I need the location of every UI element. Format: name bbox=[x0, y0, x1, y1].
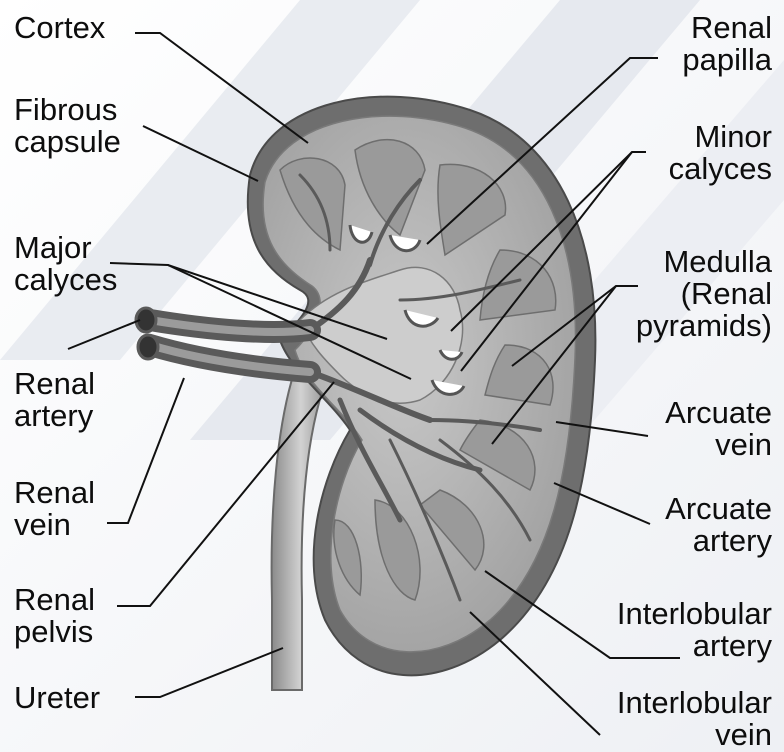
label-ureter: Ureter bbox=[14, 682, 100, 714]
label-cortex: Cortex bbox=[14, 12, 105, 44]
renal-vein-opening bbox=[138, 335, 158, 359]
